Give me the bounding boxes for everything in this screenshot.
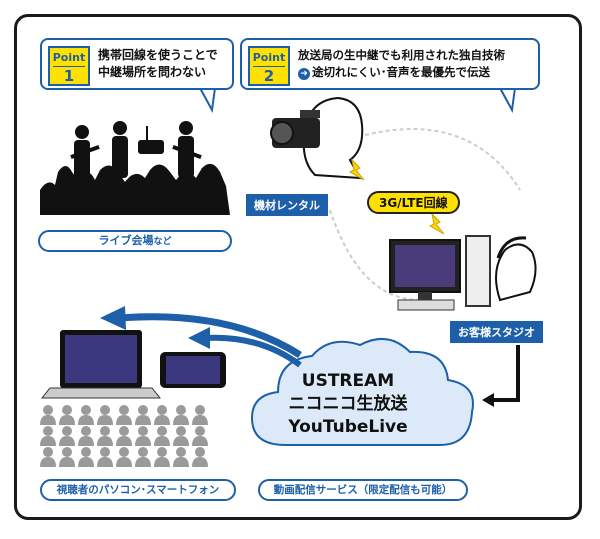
audience-person-head xyxy=(176,447,186,457)
audience-person-head xyxy=(119,405,129,415)
audience-person-head xyxy=(100,426,110,436)
service-list: USTREAM ニコニコ生放送 YouTubeLive xyxy=(258,370,438,439)
point1-badge: Point 1 xyxy=(48,46,90,86)
point1-badge-number: 1 xyxy=(53,66,85,85)
venue-label-suffix: など xyxy=(153,237,172,247)
studio-to-cloud-arrow xyxy=(492,345,520,402)
audience-person-body xyxy=(116,436,132,446)
audience-person-body xyxy=(59,457,75,467)
audience-person-head xyxy=(81,426,91,436)
point1-line1: 携帯回線を使うことで xyxy=(98,48,218,62)
audience-person-body xyxy=(78,436,94,446)
audience-person-body xyxy=(135,457,151,467)
audience-person-body xyxy=(192,436,208,446)
service-caption: 動画配信サービス（限定配信も可能） xyxy=(258,479,468,501)
audience-person-body xyxy=(116,457,132,467)
point2-badge-number: 2 xyxy=(253,66,285,85)
audience-person-head xyxy=(43,426,53,436)
service-niconico: ニコニコ生放送 xyxy=(288,394,408,414)
point1-badge-label: Point xyxy=(52,51,86,64)
arrow-circle-icon: ➜ xyxy=(298,68,310,80)
audience-person-head xyxy=(62,405,72,415)
streaming-cloud xyxy=(250,337,474,446)
audience-person-body xyxy=(135,436,151,446)
audience-person-head xyxy=(62,426,72,436)
point2-text: 放送局の生中継でも利用された独自技術 ➜途切れにくい･音声を最優先で伝送 xyxy=(298,47,505,81)
audience-person-head xyxy=(43,405,53,415)
audience-person-head xyxy=(43,447,53,457)
cloud-to-laptop-arrow xyxy=(119,313,302,358)
audience-person-head xyxy=(100,447,110,457)
point2-callout: Point 2 放送局の生中継でも利用された独自技術 ➜途切れにくい･音声を最優… xyxy=(240,38,540,90)
audience-person-body xyxy=(40,415,56,425)
audience-person-head xyxy=(62,447,72,457)
audience-person-head xyxy=(119,447,129,457)
audience-person-body xyxy=(59,436,75,446)
point2-line2-text: 途切れにくい･音声を最優先で伝送 xyxy=(312,65,491,79)
point1-callout: Point 1 携帯回線を使うことで 中継場所を問わない xyxy=(40,38,234,90)
venue-label: ライブ会場など xyxy=(38,230,232,252)
audience-person-body xyxy=(40,436,56,446)
point2-badge: Point 2 xyxy=(248,46,290,86)
rental-label: 機材レンタル xyxy=(246,194,328,216)
audience-person-head xyxy=(157,405,167,415)
audience-person-head xyxy=(138,447,148,457)
point2-line1: 放送局の生中継でも利用された独自技術 xyxy=(298,48,505,62)
signal-arc xyxy=(364,128,521,191)
lightning-icon xyxy=(348,158,445,235)
audience-person-body xyxy=(97,436,113,446)
audience-person-head xyxy=(176,405,186,415)
laptop-icon xyxy=(40,330,162,399)
audience-person-head xyxy=(195,447,205,457)
audience-person-body xyxy=(154,415,170,425)
audience-person-body xyxy=(173,415,189,425)
service-youtube: YouTubeLive xyxy=(288,417,408,437)
point1-text: 携帯回線を使うことで 中継場所を問わない xyxy=(98,47,218,81)
audience-person-body xyxy=(78,415,94,425)
service-ustream: USTREAM xyxy=(301,371,395,391)
audience-person-body xyxy=(192,457,208,467)
cloud-to-phone-arrow xyxy=(204,334,302,368)
audience-person-body xyxy=(40,457,56,467)
audience-person-head xyxy=(138,426,148,436)
viewer-label: 視聴者のパソコン･スマートフォン xyxy=(40,479,236,501)
audience-person-head xyxy=(138,405,148,415)
audience-icon xyxy=(40,405,208,467)
studio-monitor-icon xyxy=(389,235,491,311)
signal-arc-2 xyxy=(329,209,421,301)
studio-operator-icon xyxy=(495,236,537,302)
audience-person-body xyxy=(78,457,94,467)
audience-person-head xyxy=(157,447,167,457)
audience-person-head xyxy=(119,426,129,436)
point2-line2: ➜途切れにくい･音声を最優先で伝送 xyxy=(298,64,505,81)
audience-person-body xyxy=(59,415,75,425)
point2-badge-label: Point xyxy=(252,51,286,64)
audience-person-head xyxy=(81,405,91,415)
audience-person-head xyxy=(81,447,91,457)
audience-person-head xyxy=(157,426,167,436)
audience-person-body xyxy=(192,415,208,425)
venue-label-text: ライブ会場 xyxy=(98,234,154,247)
audience-person-head xyxy=(195,405,205,415)
audience-person-body xyxy=(154,457,170,467)
audience-person-body xyxy=(173,436,189,446)
smartphone-icon xyxy=(160,352,226,388)
callout2-tail xyxy=(498,87,517,114)
audience-person-head xyxy=(176,426,186,436)
audience-person-body xyxy=(154,436,170,446)
audience-person-body xyxy=(116,415,132,425)
point1-line2: 中継場所を問わない xyxy=(98,65,207,79)
studio-label: お客様スタジオ xyxy=(450,321,543,343)
audience-person-body xyxy=(97,415,113,425)
audience-person-body xyxy=(173,457,189,467)
crowd-silhouette-icon xyxy=(40,121,230,215)
lte-label: 3G/LTE回線 xyxy=(367,191,460,214)
audience-person-body xyxy=(135,415,151,425)
audience-person-body xyxy=(97,457,113,467)
callout1-tail xyxy=(198,87,217,114)
audience-person-head xyxy=(100,405,110,415)
cameraman-icon xyxy=(270,96,364,180)
audience-person-head xyxy=(195,426,205,436)
